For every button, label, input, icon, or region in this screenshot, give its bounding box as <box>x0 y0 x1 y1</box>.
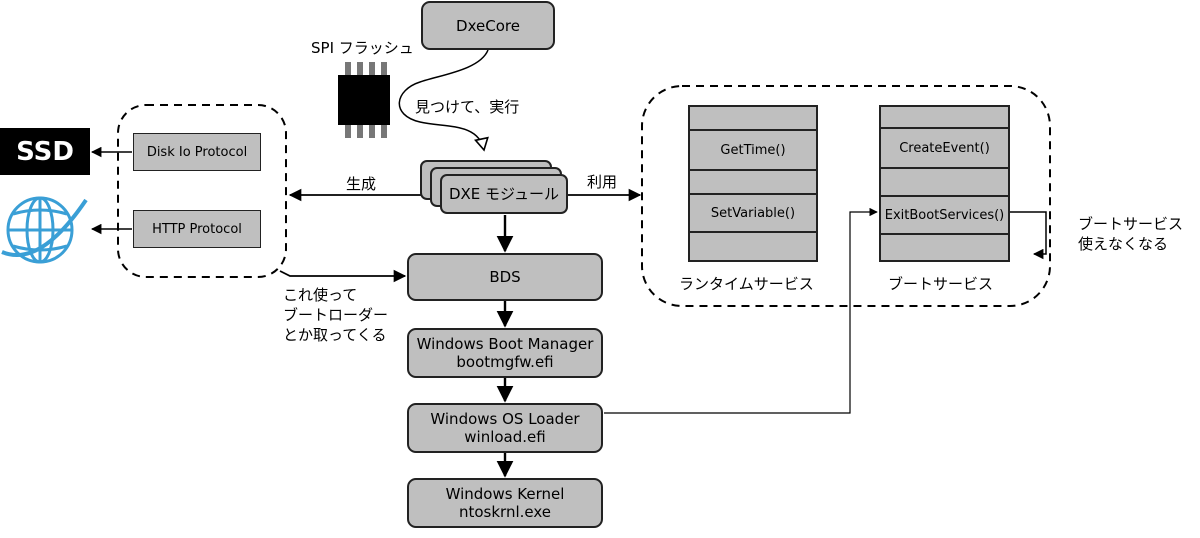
boot-services-title: ブートサービス <box>888 275 994 293</box>
boot-manager-file: bootmgfw.efi <box>456 353 554 371</box>
bds-label: BDS <box>489 268 521 286</box>
dxecore-label: DxeCore <box>456 16 520 35</box>
http-protocol-box: HTTP Protocol <box>133 210 261 248</box>
runtime-services-cell <box>690 231 816 260</box>
runtime-services-table: GetTime() SetVariable() <box>688 105 818 262</box>
spi-flash-label: SPI フラッシュ <box>311 39 414 57</box>
kernel-file: ntoskrnl.exe <box>458 503 552 521</box>
protocol-group-border <box>117 104 287 278</box>
find-execute-arrow <box>398 49 488 150</box>
os-loader-name: Windows OS Loader <box>430 410 580 428</box>
disk-io-protocol-label: Disk Io Protocol <box>146 144 248 160</box>
runtime-services-title: ランタイムサービス <box>679 275 814 293</box>
createevent-label: CreateEvent() <box>899 140 990 156</box>
setvariable-label: SetVariable() <box>710 205 796 221</box>
windows-kernel-node: Windows Kernel ntoskrnl.exe <box>407 478 603 528</box>
boot-services-unusable-line-2: 使えなくなる <box>1078 235 1169 253</box>
gettime-label: GetTime() <box>720 142 786 158</box>
dxe-module-label: DXE モジュール <box>448 185 560 203</box>
generate-label: 生成 <box>346 175 377 193</box>
runtime-services-cell: SetVariable() <box>690 193 816 231</box>
boot-manager-name: Windows Boot Manager <box>416 335 594 353</box>
fetch-bootloader-line-1: これ使って <box>283 286 358 304</box>
boot-services-cell <box>881 233 1008 260</box>
runtime-services-cell <box>690 169 816 193</box>
ssd-label: SSD <box>16 136 74 167</box>
windows-boot-manager-node: Windows Boot Manager bootmgfw.efi <box>407 328 603 378</box>
exitbootservices-label: ExitBootServices() <box>884 207 1005 223</box>
http-protocol-label: HTTP Protocol <box>152 221 242 237</box>
boot-services-cell: ExitBootServices() <box>881 195 1008 233</box>
fetch-bootloader-label: これ使って ブートローダー とか取ってくる <box>283 285 388 345</box>
dxe-module-node: DXE モジュール <box>440 174 568 214</box>
internet-globe-icon <box>1 196 88 264</box>
bds-node: BDS <box>407 253 603 301</box>
boot-services-table: CreateEvent() ExitBootServices() <box>879 105 1010 262</box>
boot-services-cell: CreateEvent() <box>881 127 1008 167</box>
os-loader-file: winload.efi <box>464 428 546 446</box>
fetch-bootloader-line-2: ブートローダー <box>283 306 389 324</box>
boot-services-unusable-line-1: ブートサービス <box>1078 215 1184 233</box>
boot-services-unusable-label: ブートサービス 使えなくなる <box>1078 214 1183 254</box>
exitbootservices-loop-arrow <box>1010 211 1047 260</box>
disk-io-protocol-box: Disk Io Protocol <box>133 133 261 171</box>
runtime-services-cell <box>690 107 816 129</box>
fetch-bootloader-line-3: とか取ってくる <box>283 326 387 344</box>
boot-services-cell <box>881 167 1008 195</box>
find-execute-label: 見つけて、実行 <box>415 98 520 116</box>
windows-os-loader-node: Windows OS Loader winload.efi <box>407 403 603 453</box>
boot-services-cell <box>881 107 1008 127</box>
services-group-border <box>641 85 1051 307</box>
loader-to-exitbootservices-arrow <box>604 207 878 414</box>
dxecore-node: DxeCore <box>421 1 555 50</box>
runtime-services-cell: GetTime() <box>690 129 816 169</box>
use-label: 利用 <box>587 173 618 191</box>
protocol-to-bds-arrow <box>279 269 407 283</box>
ssd-device: SSD <box>0 128 90 175</box>
spi-flash-chip-icon <box>338 62 390 138</box>
kernel-name: Windows Kernel <box>445 485 565 503</box>
